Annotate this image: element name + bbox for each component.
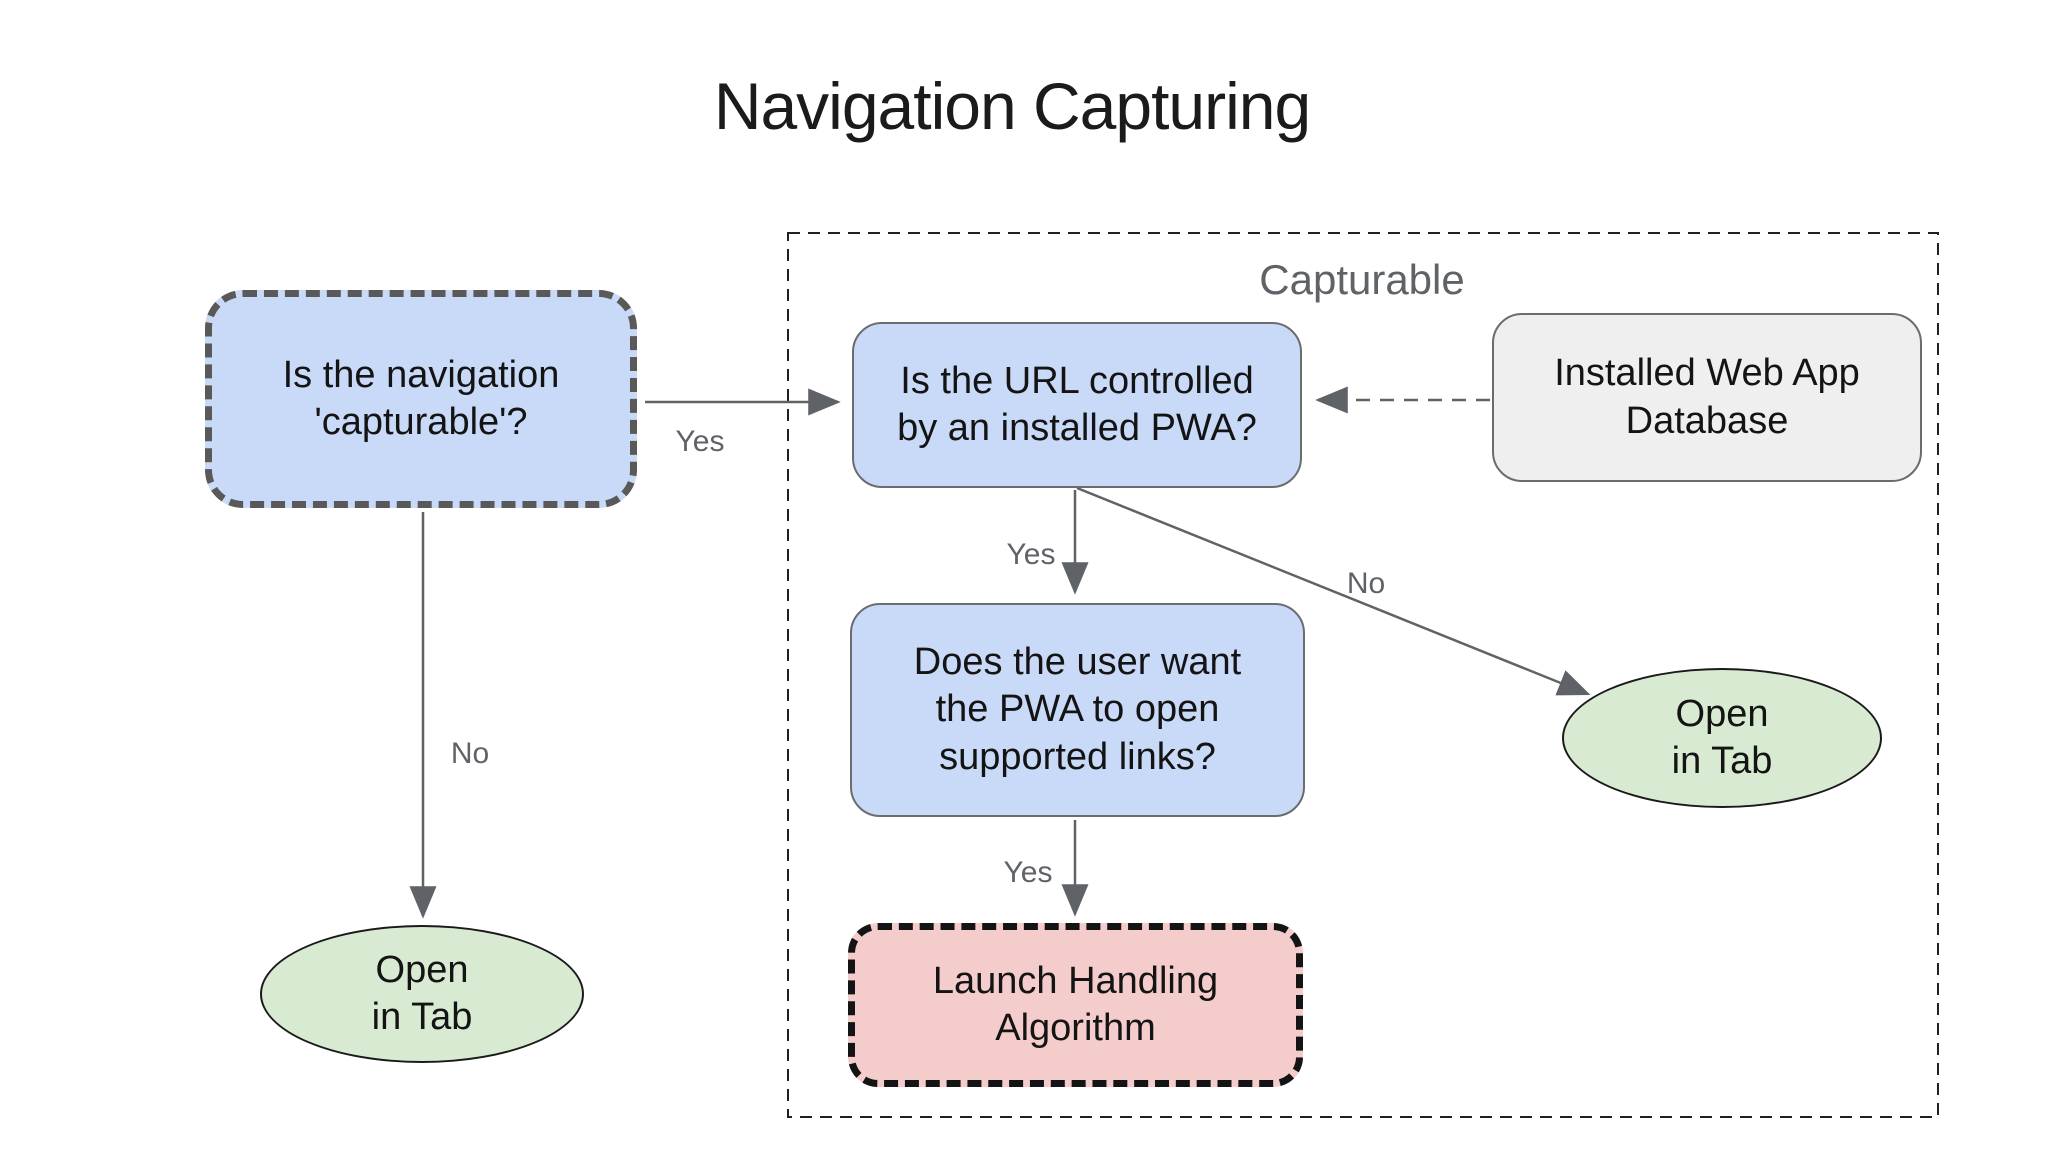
node-open-in-tab-right-label: Open in Tab [1671, 692, 1773, 783]
edge-label-url-no: No [1346, 567, 1386, 600]
node-user-want-question-label: Does the user want the PWA to open suppo… [913, 640, 1242, 778]
edge-label-url-yes: Yes [1006, 538, 1056, 571]
node-open-in-tab-left: Open in Tab [260, 925, 584, 1063]
node-url-controlled-question: Is the URL controlled by an installed PW… [852, 322, 1302, 488]
node-open-in-tab-right: Open in Tab [1562, 668, 1882, 808]
diagram-title: Navigation Capturing [713, 69, 1311, 143]
node-launch-handling-algorithm: Launch Handling Algorithm [848, 923, 1303, 1087]
capturable-group-label: Capturable [1259, 256, 1465, 303]
node-installed-web-app-database: Installed Web App Database [1492, 313, 1922, 482]
node-capturable-question-label: Is the navigation 'capturable'? [282, 353, 560, 444]
node-installed-web-app-database-label: Installed Web App Database [1554, 352, 1860, 442]
node-launch-handling-algorithm-label: Launch Handling Algorithm [932, 959, 1219, 1050]
capturable-group-border [787, 232, 1939, 1118]
edge-label-capturable-yes: Yes [675, 425, 725, 458]
edge-label-user-yes: Yes [1003, 856, 1053, 889]
edge-url-no-arrow [1076, 486, 1591, 696]
node-open-in-tab-left-label: Open in Tab [371, 948, 473, 1039]
node-url-controlled-question-label: Is the URL controlled by an installed PW… [897, 359, 1257, 450]
node-capturable-question: Is the navigation 'capturable'? [205, 290, 637, 508]
edge-label-capturable-no: No [450, 737, 490, 770]
node-user-want-question: Does the user want the PWA to open suppo… [850, 603, 1305, 817]
